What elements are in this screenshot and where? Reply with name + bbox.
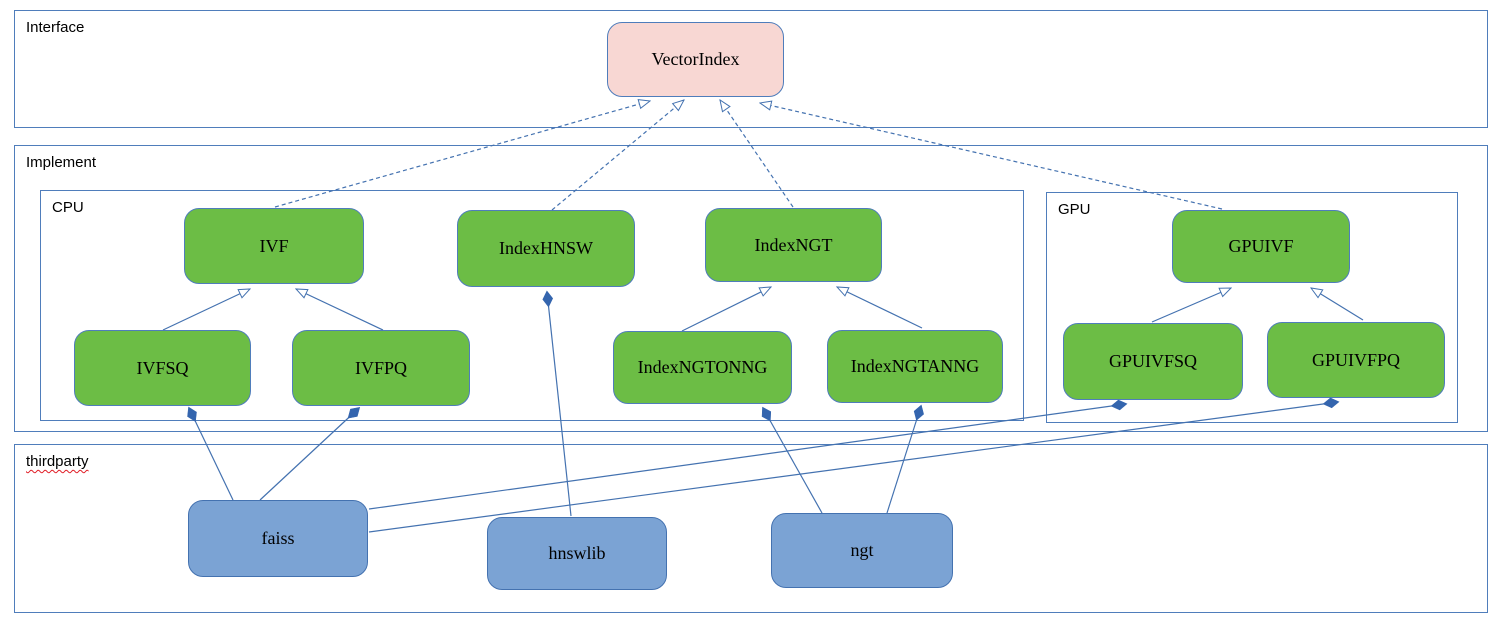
- container-gpu-label: GPU: [1058, 201, 1091, 218]
- node-indexngtonng-label: IndexNGTONNG: [637, 357, 768, 377]
- node-indexngt: IndexNGT: [705, 208, 882, 282]
- node-ivf-label: IVF: [259, 235, 289, 256]
- node-gpuivf-label: GPUIVF: [1228, 236, 1294, 256]
- node-gpuivfpq-label: GPUIVFPQ: [1311, 349, 1401, 370]
- container-thirdparty-label: thirdparty: [26, 453, 89, 470]
- node-indexhnsw: IndexHNSW: [457, 210, 635, 287]
- node-indexngt-label: IndexNGT: [754, 234, 833, 255]
- node-indexngtanng-label: IndexNGTANNG: [850, 356, 980, 376]
- node-hnswlib: hnswlib: [487, 517, 667, 590]
- container-implement-label: Implement: [26, 154, 97, 171]
- container-cpu-label: CPU: [52, 199, 84, 216]
- node-ivfsq-label: IVFSQ: [136, 357, 189, 378]
- node-gpuivfsq-label: GPUIVFSQ: [1108, 351, 1198, 371]
- node-hnswlib-label: hnswlib: [548, 543, 606, 563]
- node-ivfsq: IVFSQ: [74, 330, 251, 406]
- node-gpuivfsq: GPUIVFSQ: [1063, 323, 1243, 400]
- node-gpuivfpq: GPUIVFPQ: [1267, 322, 1445, 398]
- node-gpuivf: GPUIVF: [1172, 210, 1350, 283]
- node-ngt: ngt: [771, 513, 953, 588]
- node-ivfpq: IVFPQ: [292, 330, 470, 406]
- node-vectorindex-label: VectorIndex: [651, 49, 740, 69]
- node-indexhnsw-label: IndexHNSW: [499, 238, 593, 258]
- container-interface-label: Interface: [26, 19, 85, 36]
- node-faiss-label: faiss: [261, 528, 295, 548]
- node-ivf: IVF: [184, 208, 364, 284]
- node-faiss: faiss: [188, 500, 368, 577]
- node-indexngtonng: IndexNGTONNG: [613, 331, 792, 404]
- node-ivfpq-label: IVFPQ: [354, 357, 407, 378]
- node-vectorindex: VectorIndex: [607, 22, 784, 97]
- node-indexngtanng: IndexNGTANNG: [827, 330, 1003, 403]
- node-ngt-label: ngt: [850, 540, 874, 560]
